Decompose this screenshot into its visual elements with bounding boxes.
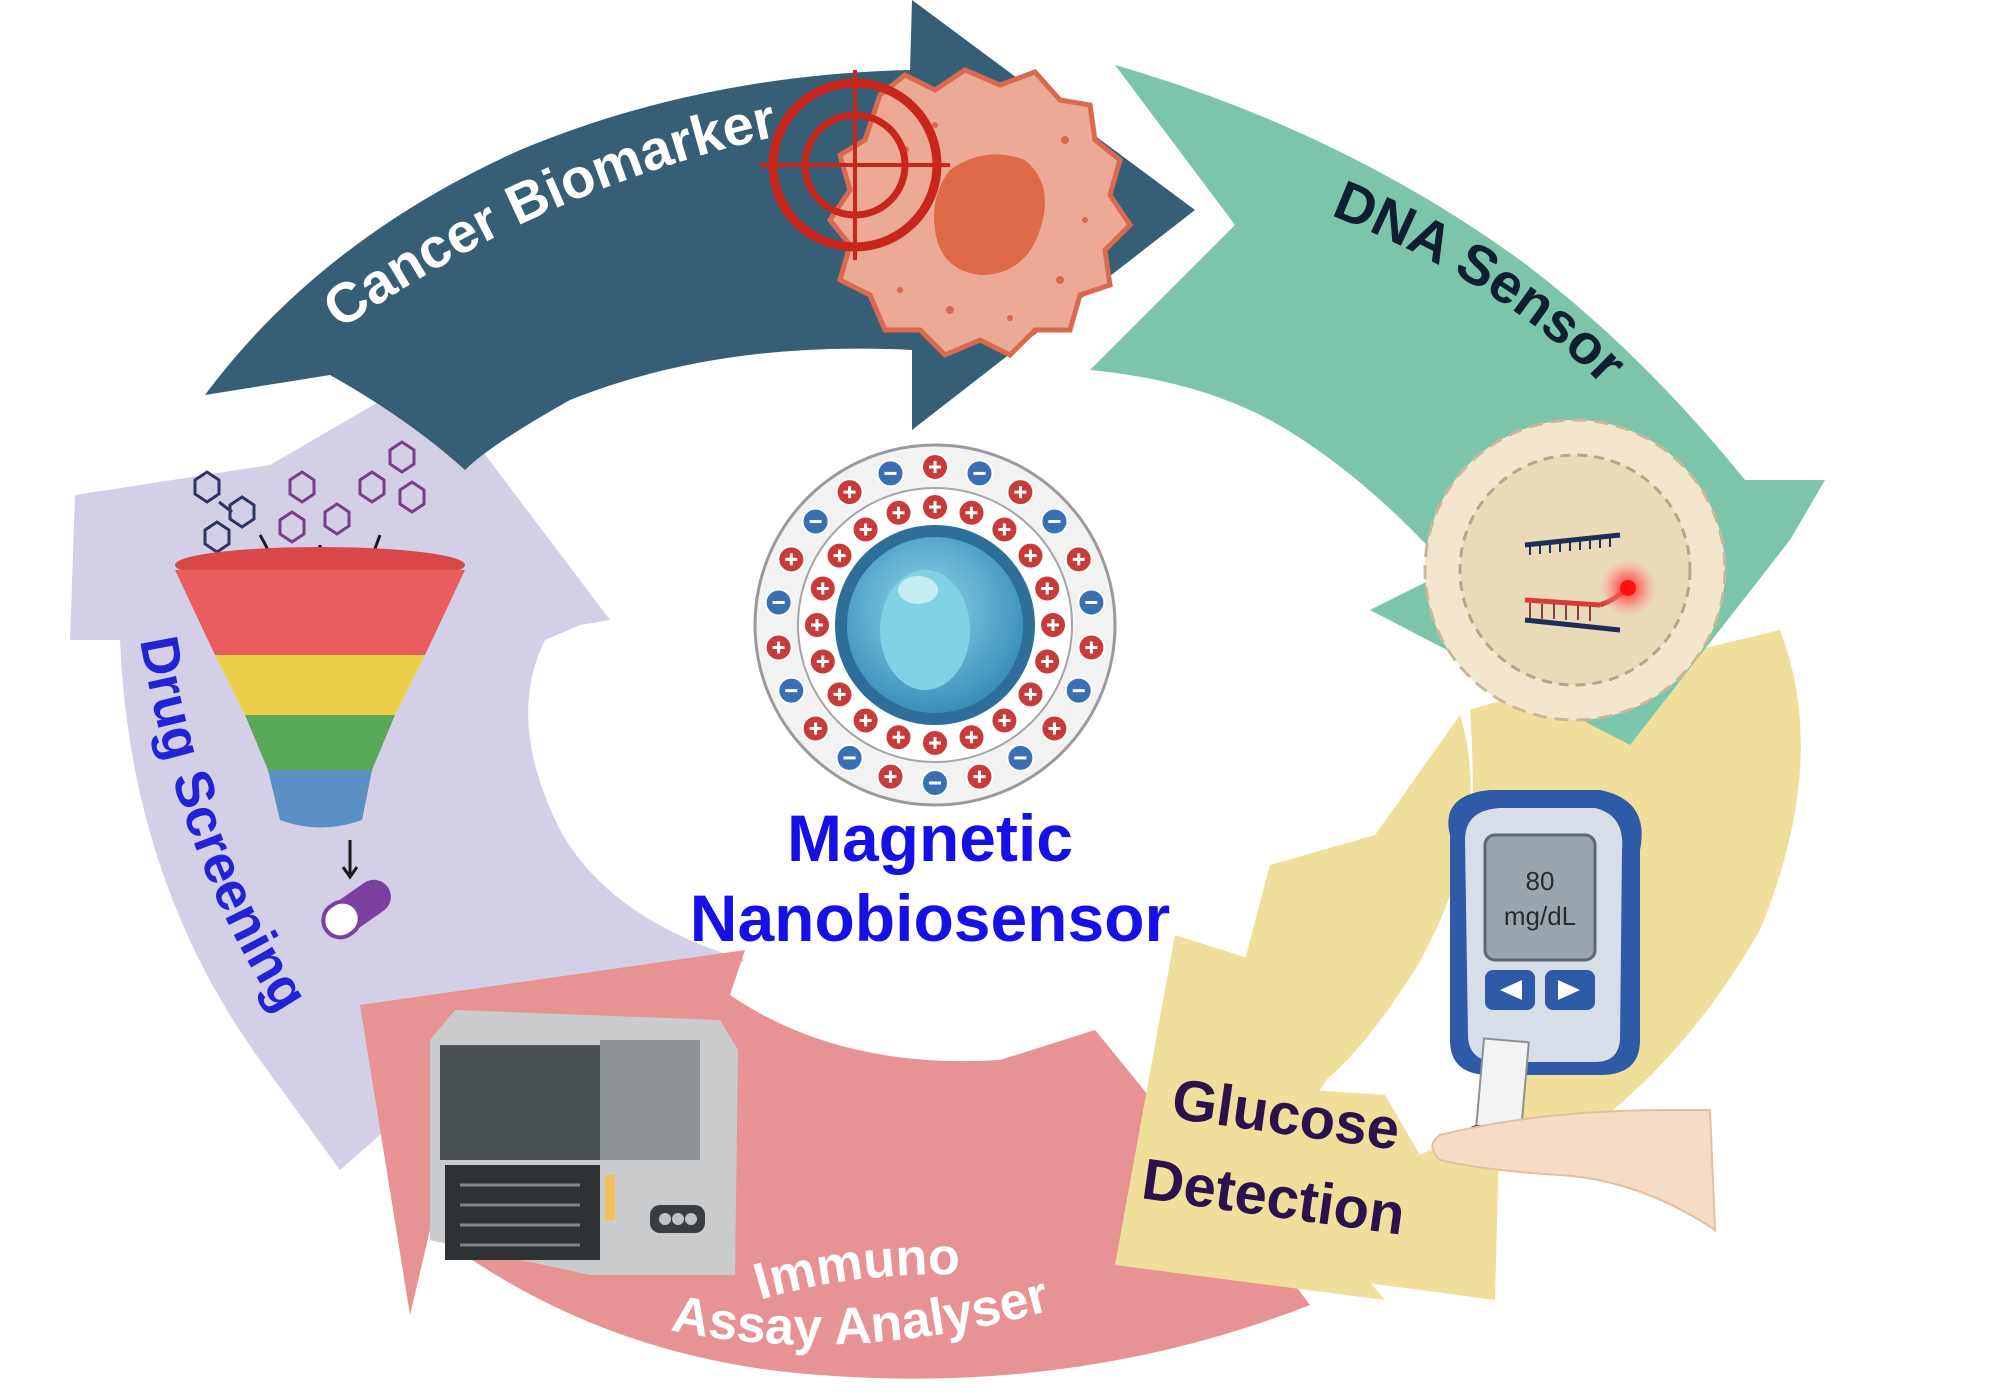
plus-sign-icon bbox=[859, 714, 872, 727]
target-icon bbox=[760, 70, 950, 260]
plus-sign-icon bbox=[884, 770, 897, 783]
plus-sign-icon bbox=[929, 737, 941, 749]
glucometer-reading: 80 bbox=[1526, 866, 1555, 896]
plus-sign-icon bbox=[965, 506, 978, 519]
plus-sign-icon bbox=[1048, 722, 1061, 735]
plus-sign-icon bbox=[1047, 619, 1059, 631]
plus-sign-icon bbox=[1085, 641, 1098, 654]
plus-sign-icon bbox=[1041, 655, 1054, 668]
plus-sign-icon bbox=[1041, 582, 1054, 595]
plus-sign-icon bbox=[892, 731, 905, 744]
plus-sign-icon bbox=[772, 641, 785, 654]
plus-sign-icon bbox=[1024, 688, 1037, 701]
plus-sign-icon bbox=[929, 501, 941, 513]
plus-sign-icon bbox=[833, 688, 846, 701]
glucose-arrow-head bbox=[1115, 935, 1385, 1300]
plus-sign-icon bbox=[892, 506, 905, 519]
plus-sign-icon bbox=[859, 523, 872, 536]
glucometer-unit: mg/dL bbox=[1504, 901, 1576, 931]
plus-sign-icon bbox=[833, 549, 846, 562]
plus-sign-icon bbox=[929, 461, 941, 473]
center-title-line1: Magnetic bbox=[786, 801, 1074, 875]
plus-sign-icon bbox=[1014, 486, 1027, 499]
analyser-machine-icon bbox=[430, 1010, 738, 1275]
finger-icon bbox=[1431, 1109, 1717, 1232]
nanoparticle-icon bbox=[753, 443, 1117, 807]
dna-probe-icon bbox=[1423, 418, 1727, 722]
plus-sign-icon bbox=[998, 714, 1011, 727]
glucometer-icon: 80 mg/dL bbox=[1448, 790, 1642, 1139]
capsule-icon bbox=[321, 879, 391, 940]
plus-sign-icon bbox=[1024, 549, 1037, 562]
plus-sign-icon bbox=[998, 523, 1011, 536]
plus-sign-icon bbox=[843, 486, 856, 499]
funnel-icon bbox=[175, 547, 465, 828]
plus-sign-icon bbox=[785, 553, 798, 566]
plus-sign-icon bbox=[965, 731, 978, 744]
plus-sign-icon bbox=[816, 655, 829, 668]
plus-sign-icon bbox=[811, 619, 823, 631]
cancer-cell-icon bbox=[826, 67, 1134, 359]
plus-sign-icon bbox=[973, 770, 986, 783]
plus-sign-icon bbox=[816, 582, 829, 595]
plus-sign-icon bbox=[809, 722, 822, 735]
plus-sign-icon bbox=[1072, 553, 1085, 566]
center-title-line2: Nanobiosensor bbox=[689, 881, 1171, 955]
